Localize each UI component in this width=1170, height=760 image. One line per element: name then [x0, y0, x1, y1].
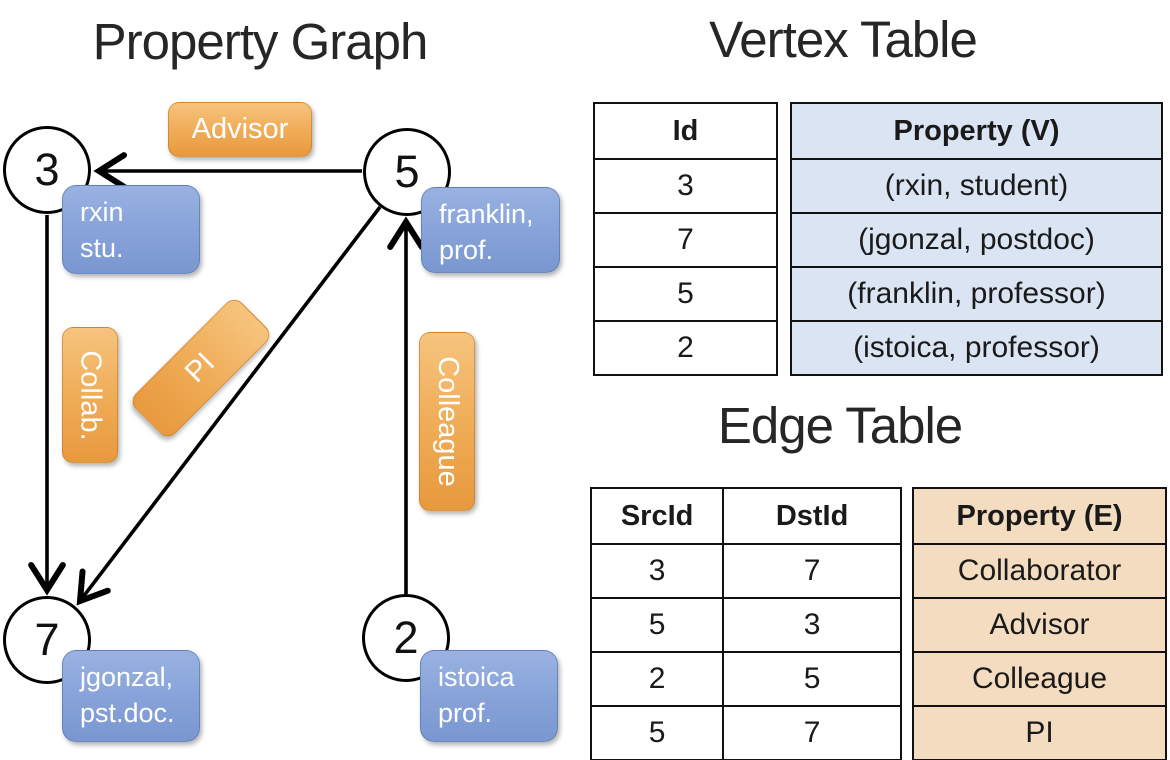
vertex-box-line: istoica — [438, 662, 515, 692]
edge-label-text: Colleague — [431, 356, 464, 487]
edge-table-header-dstid: DstId — [724, 489, 900, 543]
table-cell: 5 — [592, 599, 725, 651]
table-cell: (rxin, student) — [792, 158, 1161, 212]
edge-label-collab: Collab. — [62, 327, 118, 463]
table-row: 2 5 — [592, 651, 900, 705]
vertex-property-box-jgonzal: jgonzal, pst.doc. — [62, 650, 200, 742]
cell-text: 5 — [648, 608, 666, 641]
vertex-box-line: franklin, — [439, 199, 534, 229]
table-cell: 7 — [595, 212, 776, 266]
cell-text: 3 — [677, 169, 694, 202]
table-cell: 7 — [724, 707, 900, 759]
table-cell: Collaborator — [914, 543, 1165, 597]
cell-text: 5 — [803, 662, 821, 695]
vertex-table-header-property: Property (V) — [792, 104, 1161, 158]
table-cell: 3 — [724, 599, 900, 651]
table-cell: 3 — [595, 158, 776, 212]
vertex-box-line: prof. — [438, 697, 493, 728]
table-cell: 2 — [592, 653, 725, 705]
edge-label-text: Collab. — [74, 349, 107, 441]
edge-table-header-property: Property (E) — [914, 489, 1165, 543]
table-cell: PI — [914, 705, 1165, 759]
edge-table-header-row: SrcId DstId — [592, 489, 900, 543]
header-text: Id — [672, 114, 699, 147]
edge-label-text: Advisor — [191, 113, 289, 145]
table-row: 5 7 — [592, 705, 900, 759]
edge-pi-arrow-5-to-7 — [76, 205, 382, 606]
vertex-box-line: prof. — [439, 234, 494, 265]
cell-text: (rxin, student) — [884, 169, 1069, 202]
cell-text: 5 — [648, 716, 666, 749]
cell-text: (jgonzal, postdoc) — [858, 223, 1095, 256]
cell-text: (istoica, professor) — [853, 331, 1100, 364]
vertex-table: Id 3 7 5 2 Property (V) (rxin, student) … — [593, 102, 1163, 376]
edge-label-text: PI — [179, 346, 222, 389]
cell-text: 7 — [677, 223, 694, 256]
cell-text: 3 — [803, 608, 821, 641]
cell-text: 7 — [803, 554, 821, 587]
vertex-box-line: rxin — [80, 197, 124, 227]
table-cell: 3 — [592, 545, 725, 597]
cell-text: PI — [1025, 716, 1054, 749]
table-cell: 2 — [595, 320, 776, 374]
cell-text: Advisor — [989, 608, 1090, 641]
cell-text: 5 — [677, 277, 694, 310]
table-cell: Colleague — [914, 651, 1165, 705]
table-cell: (franklin, professor) — [792, 266, 1161, 320]
vertex-table-header-id: Id — [595, 104, 776, 158]
vertex-number: 3 — [34, 144, 60, 195]
vertex-table-title: Vertex Table — [709, 11, 978, 68]
vertex-box-line: stu. — [80, 232, 124, 263]
table-cell: 7 — [724, 545, 900, 597]
header-text: SrcId — [620, 499, 694, 532]
vertex-property-box-istoica: istoica prof. — [420, 650, 558, 742]
cell-text: 3 — [648, 554, 666, 587]
table-cell: 5 — [724, 653, 900, 705]
header-text: DstId — [775, 499, 849, 532]
edge-table-title: Edge Table — [717, 397, 963, 454]
vertex-table-id-column: Id 3 7 5 2 — [593, 102, 778, 376]
table-cell: (jgonzal, postdoc) — [792, 212, 1161, 266]
vertex-table-property-column: Property (V) (rxin, student) (jgonzal, p… — [790, 102, 1163, 376]
cell-text: Colleague — [971, 662, 1108, 695]
edge-table-header-srcid: SrcId — [592, 489, 725, 543]
table-row: 5 3 — [592, 597, 900, 651]
vertex-box-line: pst.doc. — [80, 697, 175, 728]
vertex-circle-3: 3 — [3, 126, 91, 214]
cell-text: (franklin, professor) — [847, 277, 1106, 310]
table-column-gap — [902, 487, 912, 760]
vertex-number: 7 — [34, 614, 60, 665]
edge-table: SrcId DstId 3 7 5 3 2 5 — [590, 487, 1167, 760]
edge-table-id-columns: SrcId DstId 3 7 5 3 2 5 — [590, 487, 902, 760]
vertex-property-box-rxin: rxin stu. — [62, 185, 200, 274]
vertex-property-box-franklin: franklin, prof. — [421, 187, 560, 273]
vertex-number: 5 — [394, 146, 420, 197]
cell-text: 2 — [648, 662, 666, 695]
cell-text: 2 — [677, 331, 694, 364]
table-column-gap — [778, 102, 790, 376]
cell-text: 7 — [803, 716, 821, 749]
table-row: 3 7 — [592, 543, 900, 597]
table-cell: (istoica, professor) — [792, 320, 1161, 374]
edge-table-property-column: Property (E) Collaborator Advisor Collea… — [912, 487, 1167, 760]
table-cell: Advisor — [914, 597, 1165, 651]
vertex-box-line: jgonzal, — [80, 662, 174, 692]
property-graph-title: Property Graph — [92, 13, 429, 70]
edge-label-colleague: Colleague — [419, 332, 475, 511]
header-text: Property (E) — [956, 499, 1123, 532]
table-cell: 5 — [592, 707, 725, 759]
table-cell: 5 — [595, 266, 776, 320]
header-text: Property (V) — [893, 114, 1060, 147]
cell-text: Collaborator — [957, 554, 1122, 587]
vertex-number: 2 — [393, 612, 419, 663]
edge-label-advisor: Advisor — [168, 102, 312, 157]
